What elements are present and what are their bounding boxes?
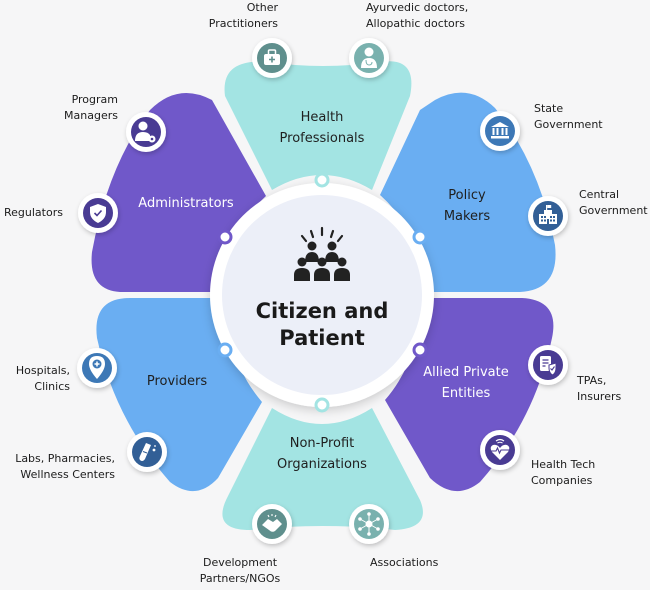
network-icon bbox=[358, 512, 380, 536]
label-line: Labs, Pharmacies, bbox=[15, 452, 115, 465]
label-line: Associations bbox=[370, 556, 439, 569]
label-labs-pharmacies: Labs, Pharmacies, Wellness Centers bbox=[0, 451, 115, 483]
segment-label-providers: Providers bbox=[147, 374, 208, 389]
office-building-icon bbox=[539, 205, 557, 224]
petal-non-profit-organizations[interactable] bbox=[222, 408, 423, 530]
connector-dot-bottom bbox=[314, 397, 330, 413]
center-title-line1: Citizen and bbox=[256, 299, 389, 323]
segment-label-health-line1: Health bbox=[301, 110, 344, 125]
label-line: Health Tech bbox=[531, 458, 596, 471]
connector-dot-top-right bbox=[412, 229, 428, 245]
label-development-partners: Development Partners/NGOs bbox=[190, 555, 290, 587]
segment-label-allied-line1: Allied Private bbox=[423, 365, 508, 380]
user-settings-icon bbox=[135, 121, 156, 143]
label-other-practitioners: Other Practitioners bbox=[188, 0, 278, 32]
shield-check-icon bbox=[90, 204, 106, 223]
label-line: TPAs, bbox=[577, 374, 607, 387]
petal-health-professionals[interactable] bbox=[224, 61, 412, 190]
segment-label-nonprofit-line1: Non-Profit bbox=[290, 436, 355, 451]
label-line: Clinics bbox=[34, 380, 70, 393]
connector-dots bbox=[217, 172, 428, 413]
label-central-government: Central Government bbox=[579, 187, 648, 219]
label-associations: Associations bbox=[370, 555, 438, 571]
segment-label-health-line2: Professionals bbox=[280, 131, 365, 146]
doctor-icon bbox=[361, 47, 377, 68]
badge-state-government[interactable] bbox=[480, 111, 520, 151]
people-group-icon bbox=[294, 226, 350, 281]
label-line: Regulators bbox=[4, 206, 63, 219]
petal-allied-private-entities[interactable] bbox=[385, 298, 554, 492]
label-line: Development bbox=[202, 556, 278, 569]
label-line: Other bbox=[246, 1, 278, 14]
label-hospitals-clinics: Hospitals, Clinics bbox=[0, 363, 70, 395]
government-building-icon bbox=[491, 122, 509, 139]
hospital-pin-icon bbox=[89, 356, 105, 379]
label-line: Ayurvedic doctors, bbox=[366, 1, 469, 14]
label-program-managers: Program Managers bbox=[30, 92, 118, 124]
label-health-tech: Health Tech Companies bbox=[531, 457, 595, 489]
segment-label-policy-line1: Policy bbox=[448, 188, 486, 203]
label-line: Allopathic doctors bbox=[366, 17, 466, 30]
label-line: Companies bbox=[531, 474, 593, 487]
label-line: Managers bbox=[64, 109, 118, 122]
label-line: Program bbox=[71, 93, 118, 106]
medical-kit-icon bbox=[264, 49, 280, 65]
connector-dot-bottom-right bbox=[412, 342, 428, 358]
center-title-line2: Patient bbox=[279, 326, 364, 350]
badge-program-managers[interactable] bbox=[126, 112, 166, 152]
label-tpas-insurers: TPAs, Insurers bbox=[577, 373, 621, 405]
insurance-document-icon bbox=[540, 356, 557, 376]
label-line: Insurers bbox=[577, 390, 622, 403]
test-tube-icon bbox=[139, 443, 156, 461]
handshake-icon bbox=[262, 514, 282, 532]
label-doctors: Ayurvedic doctors, Allopathic doctors bbox=[366, 0, 468, 32]
label-line: Wellness Centers bbox=[20, 468, 115, 481]
segment-label-allied-line2: Entities bbox=[442, 386, 491, 401]
label-line: Practitioners bbox=[208, 17, 278, 30]
segment-label-administrators: Administrators bbox=[138, 196, 234, 211]
connector-dot-top bbox=[314, 172, 330, 188]
label-line: Hospitals, bbox=[15, 364, 70, 377]
connector-dot-bottom-left bbox=[217, 342, 233, 358]
label-state-government: State Government bbox=[534, 101, 603, 133]
segment-label-nonprofit-line2: Organizations bbox=[277, 457, 367, 472]
label-line: Government bbox=[534, 118, 603, 131]
label-line: State bbox=[534, 102, 564, 115]
label-regulators: Regulators bbox=[4, 205, 63, 221]
segment-label-policy-line2: Makers bbox=[444, 209, 491, 224]
connector-dot-top-left bbox=[217, 229, 233, 245]
center-circle[interactable] bbox=[222, 195, 422, 395]
connected-heart-icon bbox=[490, 438, 510, 460]
label-line: Partners/NGOs bbox=[199, 572, 281, 585]
label-line: Central bbox=[579, 188, 620, 201]
label-line: Government bbox=[579, 204, 648, 217]
